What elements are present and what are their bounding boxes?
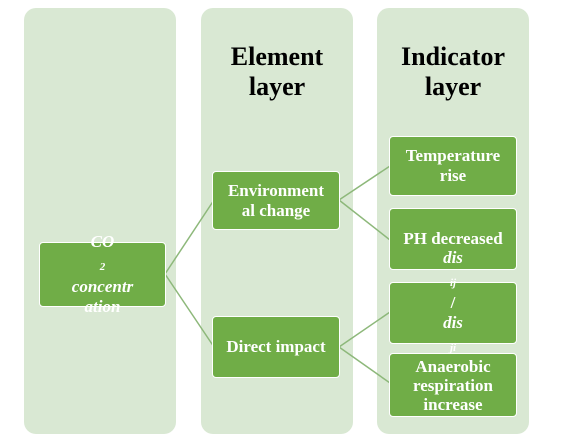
title-line-2: layer <box>248 72 306 101</box>
node-anaerobic-respiration-increase: Anaerobic respiration increase <box>389 353 517 417</box>
link-root-direct <box>164 273 215 348</box>
node-temperature-rise: Temperature rise <box>389 136 517 196</box>
anaerobic-line-1: Anaerobic <box>415 356 491 376</box>
env-line-2: al change <box>241 200 311 220</box>
title-line-1: Element <box>230 42 324 71</box>
link-direct-anaerobic <box>338 346 391 384</box>
temp-line-1: Temperature <box>405 146 501 165</box>
anaerobic-line-3: increase <box>423 394 483 414</box>
panel-left <box>24 8 176 434</box>
ph-label: PH decreased <box>403 229 503 248</box>
link-root-env <box>164 199 215 275</box>
direct-impact-label: Direct impact <box>226 337 326 356</box>
link-direct-dis <box>338 311 391 348</box>
title-line-2: layer <box>424 72 482 101</box>
link-env-temp <box>338 165 391 201</box>
env-line-1: Environment <box>227 180 325 200</box>
node-ph-decreased: PH decreased <box>389 208 517 270</box>
anaerobic-line-2: respiration <box>413 375 493 395</box>
element-layer-title: Element layer <box>201 42 353 102</box>
link-env-ph <box>338 199 391 241</box>
node-environmental-change: Environment al change <box>212 171 340 230</box>
root-line-2: ation <box>84 297 121 316</box>
indicator-layer-title: Indicator layer <box>377 42 529 102</box>
node-direct-impact: Direct impact <box>212 316 340 378</box>
temp-line-2: rise <box>439 166 467 185</box>
title-line-1: Indicator <box>401 42 505 71</box>
